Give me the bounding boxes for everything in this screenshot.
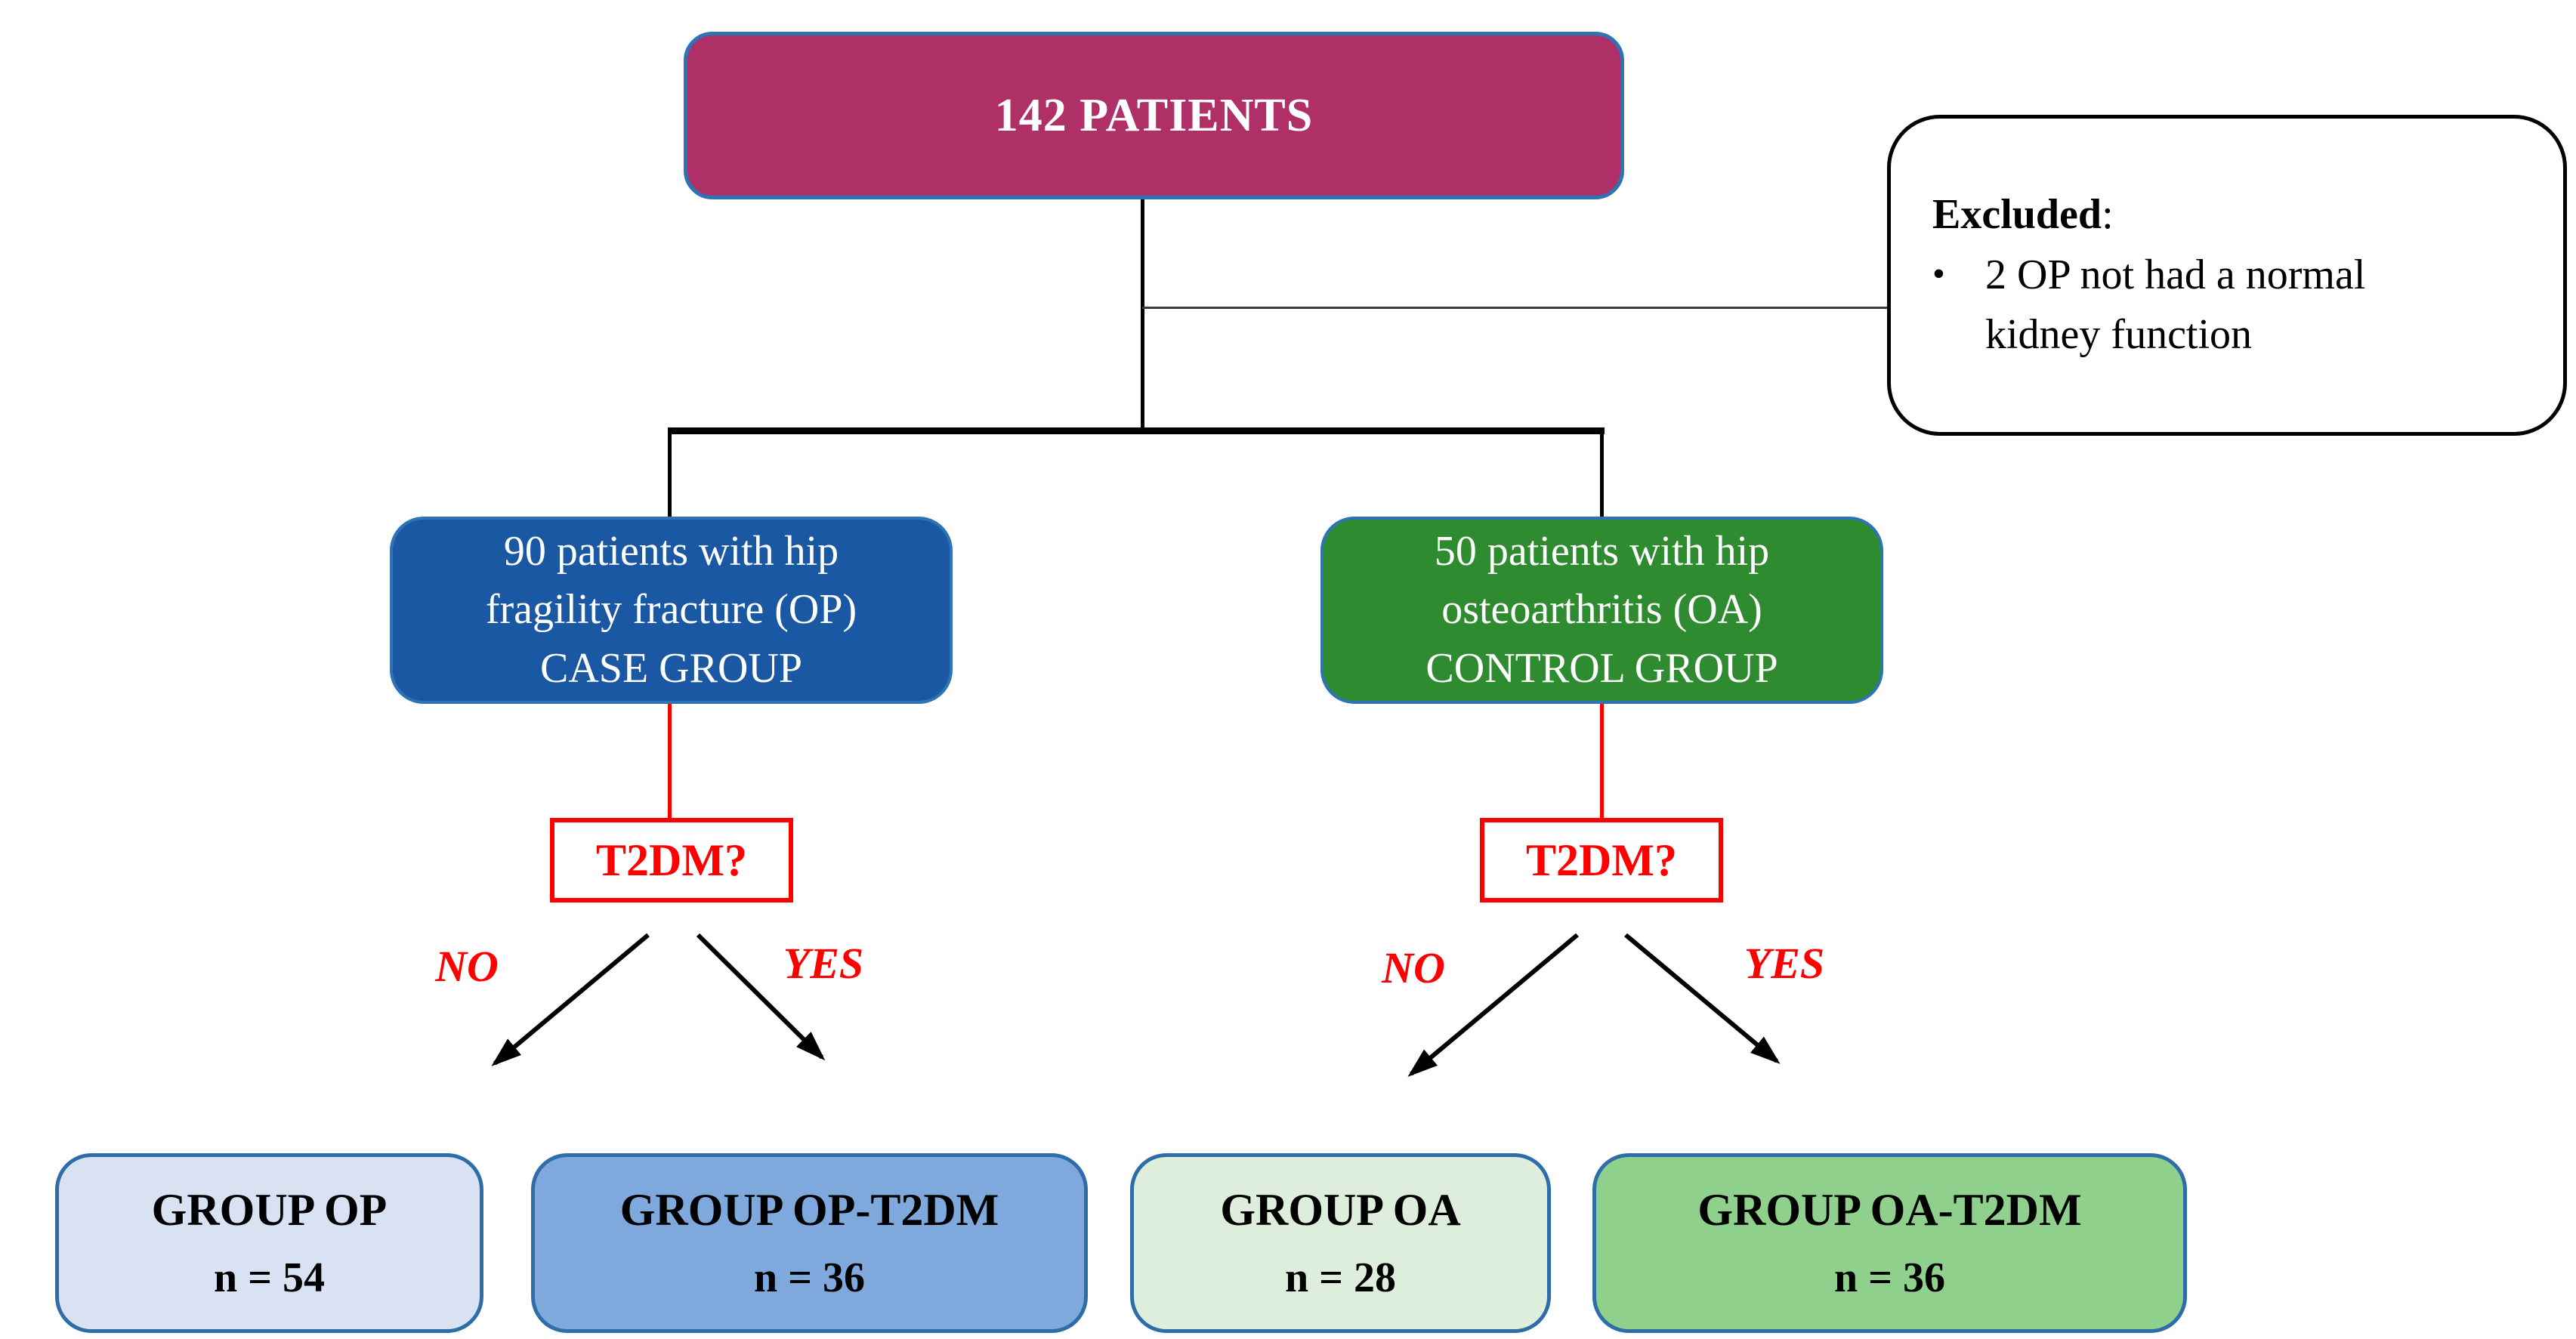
case-decision-red-line — [668, 702, 672, 819]
patients-total-box: 142 PATIENTS — [684, 32, 1624, 199]
excluded-title: Excluded: — [1932, 185, 2114, 245]
t2dm-decision-label-left: T2DM? — [596, 835, 747, 885]
outcome-box-group-oa-t2dm: GROUP OA-T2DM n = 36 — [1592, 1153, 2187, 1333]
t2dm-decision-box-right: T2DM? — [1480, 818, 1723, 902]
control-no-arrow — [1407, 933, 1579, 1077]
control-group-line1: 50 patients with hip — [1434, 528, 1770, 575]
case-group-box: 90 patients with hip fragility fracture … — [390, 517, 953, 704]
control-group-line3: CONTROL GROUP — [1425, 644, 1778, 692]
control-branch-vertical-line — [1600, 427, 1604, 518]
outcome-count: n = 54 — [213, 1254, 326, 1302]
t2dm-decision-label-right: T2DM? — [1526, 835, 1677, 885]
excluded-title-text: Excluded — [1932, 191, 2102, 239]
outcome-box-group-oa: GROUP OA n = 28 — [1130, 1153, 1551, 1333]
patients-total-label: 142 PATIENTS — [994, 89, 1314, 141]
control-no-label: NO — [1382, 943, 1445, 992]
outcome-title: GROUP OP-T2DM — [619, 1185, 999, 1236]
control-group-line2: osteoarthritis (OA) — [1441, 586, 1762, 634]
control-decision-red-line — [1600, 702, 1604, 819]
bullet-icon: • — [1932, 253, 1945, 294]
excluded-connector-line — [1142, 307, 1889, 309]
outcome-title: GROUP OA — [1220, 1185, 1461, 1236]
case-group-line1: 90 patients with hip — [503, 528, 839, 575]
excluded-list-item: • 2 OP not had a normal kidney function — [1932, 245, 2469, 366]
outcome-title: GROUP OA-T2DM — [1697, 1185, 2082, 1236]
outcome-count: n = 36 — [753, 1254, 866, 1302]
outcome-count: n = 36 — [1833, 1254, 1946, 1302]
case-yes-arrow — [696, 933, 826, 1061]
excluded-title-colon: : — [2102, 191, 2114, 239]
outcome-box-group-op: GROUP OP n = 54 — [55, 1153, 483, 1333]
case-no-arrow — [491, 933, 650, 1066]
outcome-count: n = 28 — [1284, 1254, 1397, 1302]
top-vertical-connector-line — [1141, 198, 1144, 433]
excluded-box: Excluded: • 2 OP not had a normal kidney… — [1887, 115, 2567, 436]
t2dm-decision-box-left: T2DM? — [550, 818, 793, 902]
control-yes-label: YES — [1744, 939, 1825, 988]
case-branch-vertical-line — [668, 427, 672, 518]
case-group-line2: fragility fracture (OP) — [485, 586, 857, 634]
case-yes-label: YES — [783, 939, 864, 988]
outcome-title: GROUP OP — [151, 1185, 388, 1236]
control-group-box: 50 patients with hip osteoarthritis (OA)… — [1320, 517, 1883, 704]
split-horizontal-bar — [668, 427, 1605, 434]
control-yes-arrow — [1624, 933, 1781, 1064]
excluded-item-text: 2 OP not had a normal kidney function — [1985, 251, 2366, 359]
case-no-label: NO — [435, 942, 499, 991]
case-group-line3: CASE GROUP — [540, 644, 802, 692]
outcome-box-group-op-t2dm: GROUP OP-T2DM n = 36 — [531, 1153, 1088, 1333]
